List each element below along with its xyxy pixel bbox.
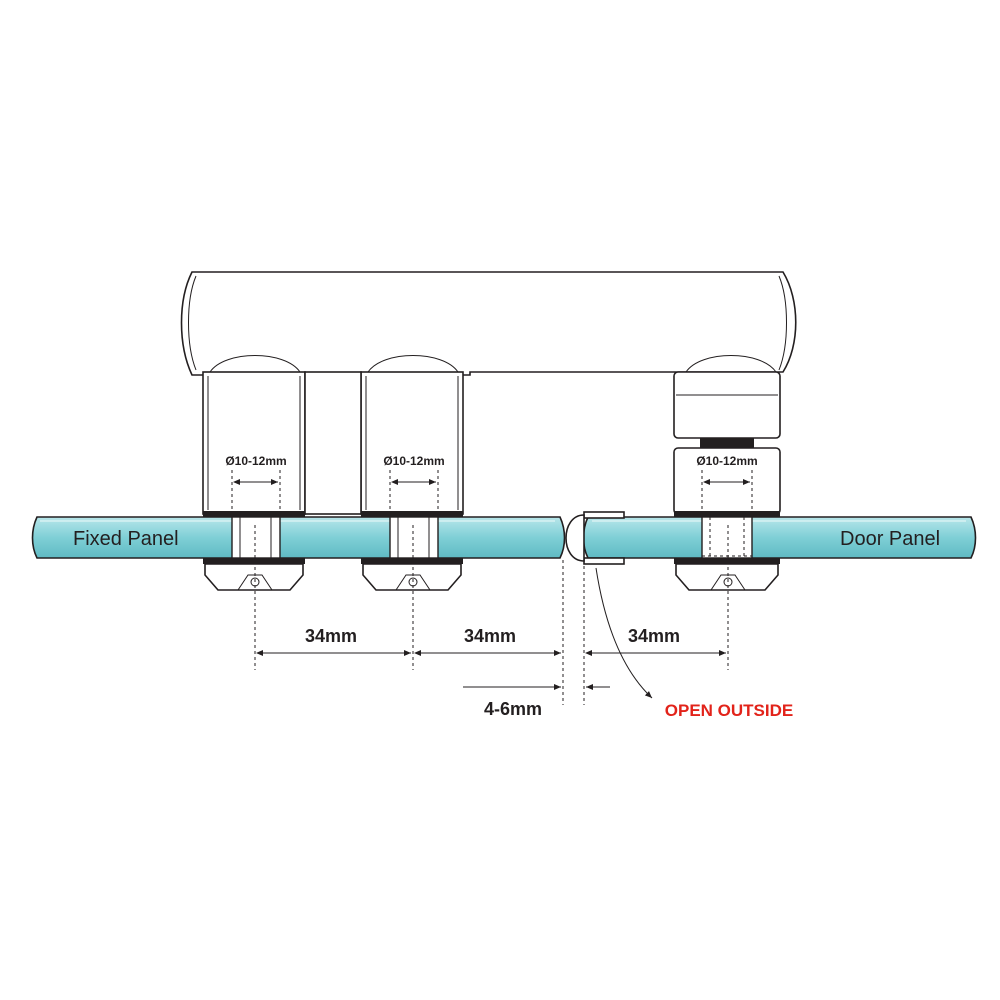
dimension-label-1: 34mm: [305, 626, 357, 646]
diameter-label-1: Ø10-12mm: [225, 454, 286, 468]
hinge-post-1: [202, 371, 306, 515]
dimension-label-2: 34mm: [464, 626, 516, 646]
hinge-post-3: [673, 371, 781, 515]
distance-arrows: [256, 650, 726, 690]
clamp-plate-1: [204, 563, 304, 591]
open-direction-arrow: [595, 567, 653, 699]
bolt-2: [389, 516, 439, 559]
dimension-label-3: 34mm: [628, 626, 680, 646]
clamp-plate-2: [362, 563, 462, 591]
centerlines: [231, 470, 753, 705]
gaskets: [203, 511, 780, 564]
bolt-1: [231, 516, 281, 559]
hinge-top-bar: [180, 271, 797, 376]
gap-label: 4-6mm: [484, 699, 542, 719]
diameter-label-3: Ø10-12mm: [696, 454, 757, 468]
open-outside-label: OPEN OUTSIDE: [665, 701, 793, 720]
door-edge-seal: [565, 511, 625, 565]
gap-post: [304, 371, 362, 515]
fixed-panel-label: Fixed Panel: [73, 528, 179, 550]
hinge-pivot-gasket: [700, 438, 754, 448]
hinge-post-2: [360, 371, 464, 515]
bolt-3: [701, 516, 753, 559]
diameter-label-2: Ø10-12mm: [383, 454, 444, 468]
door-panel-glass: [582, 516, 977, 559]
clamp-plate-3: [675, 563, 779, 591]
door-panel-label: Door Panel: [840, 528, 940, 550]
